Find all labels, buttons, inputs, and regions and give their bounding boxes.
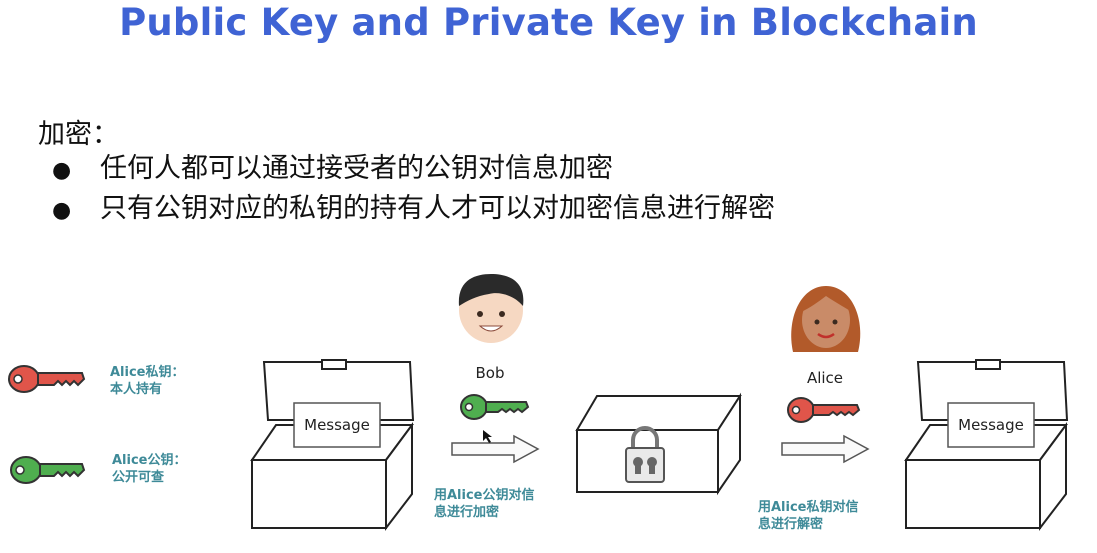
public-key-caption: Alice公钥： 公开可查 xyxy=(112,452,187,486)
decrypt-caption: 用Alice私钥对信 息进行解密 xyxy=(758,499,859,533)
green-key-icon xyxy=(10,456,86,484)
bullet-text: 任何人都可以通过接受者的公钥对信息加密 xyxy=(100,153,613,184)
bullet-dot-icon: ● xyxy=(52,198,72,223)
bullet-text: 只有公钥对应的私钥的持有人才可以对加密信息进行解密 xyxy=(100,193,775,224)
encrypt-caption: 用Alice公钥对信 息进行加密 xyxy=(434,487,535,521)
bullet-item: ● 只有公钥对应的私钥的持有人才可以对加密信息进行解密 xyxy=(52,190,775,230)
padlock-icon xyxy=(625,426,665,483)
bullet-item: ● 任何人都可以通过接受者的公钥对信息加密 xyxy=(52,150,775,190)
bullet-dot-icon: ● xyxy=(52,158,72,183)
boy-face-icon xyxy=(458,274,524,343)
private-key-caption-line1: Alice私钥： xyxy=(110,365,185,380)
section-heading: 加密： xyxy=(38,119,119,150)
slide-title: Public Key and Private Key in Blockchain xyxy=(119,1,978,44)
encrypt-caption-line2: 息进行加密 xyxy=(434,505,500,520)
decrypt-caption-line1: 用Alice私钥对信 xyxy=(758,500,859,515)
girl-face-icon xyxy=(791,286,861,352)
private-key-caption-line2: 本人持有 xyxy=(110,382,163,397)
bob-name: Bob xyxy=(476,364,505,382)
decrypt-caption-line2: 息进行解密 xyxy=(758,517,824,532)
arrow-right-icon xyxy=(781,434,870,464)
mouse-cursor-icon xyxy=(483,430,492,443)
bullet-list: ● 任何人都可以通过接受者的公钥对信息加密 ● 只有公钥对应的私钥的持有人才可以对加… xyxy=(52,150,775,230)
private-key-caption: Alice私钥： 本人持有 xyxy=(110,364,185,398)
message-note-left xyxy=(293,402,381,448)
public-key-caption-line2: 公开可查 xyxy=(112,470,165,485)
message-note-right xyxy=(947,402,1035,448)
green-key-icon xyxy=(460,394,530,420)
message-label-right: Message xyxy=(958,416,1024,434)
red-key-icon xyxy=(787,397,861,423)
arrow-right-icon xyxy=(451,434,540,464)
encrypt-caption-line1: 用Alice公钥对信 xyxy=(434,488,535,503)
message-label-left: Message xyxy=(304,416,370,434)
red-key-icon xyxy=(8,365,86,393)
public-key-caption-line1: Alice公钥： xyxy=(112,453,187,468)
alice-name: Alice xyxy=(807,369,843,387)
